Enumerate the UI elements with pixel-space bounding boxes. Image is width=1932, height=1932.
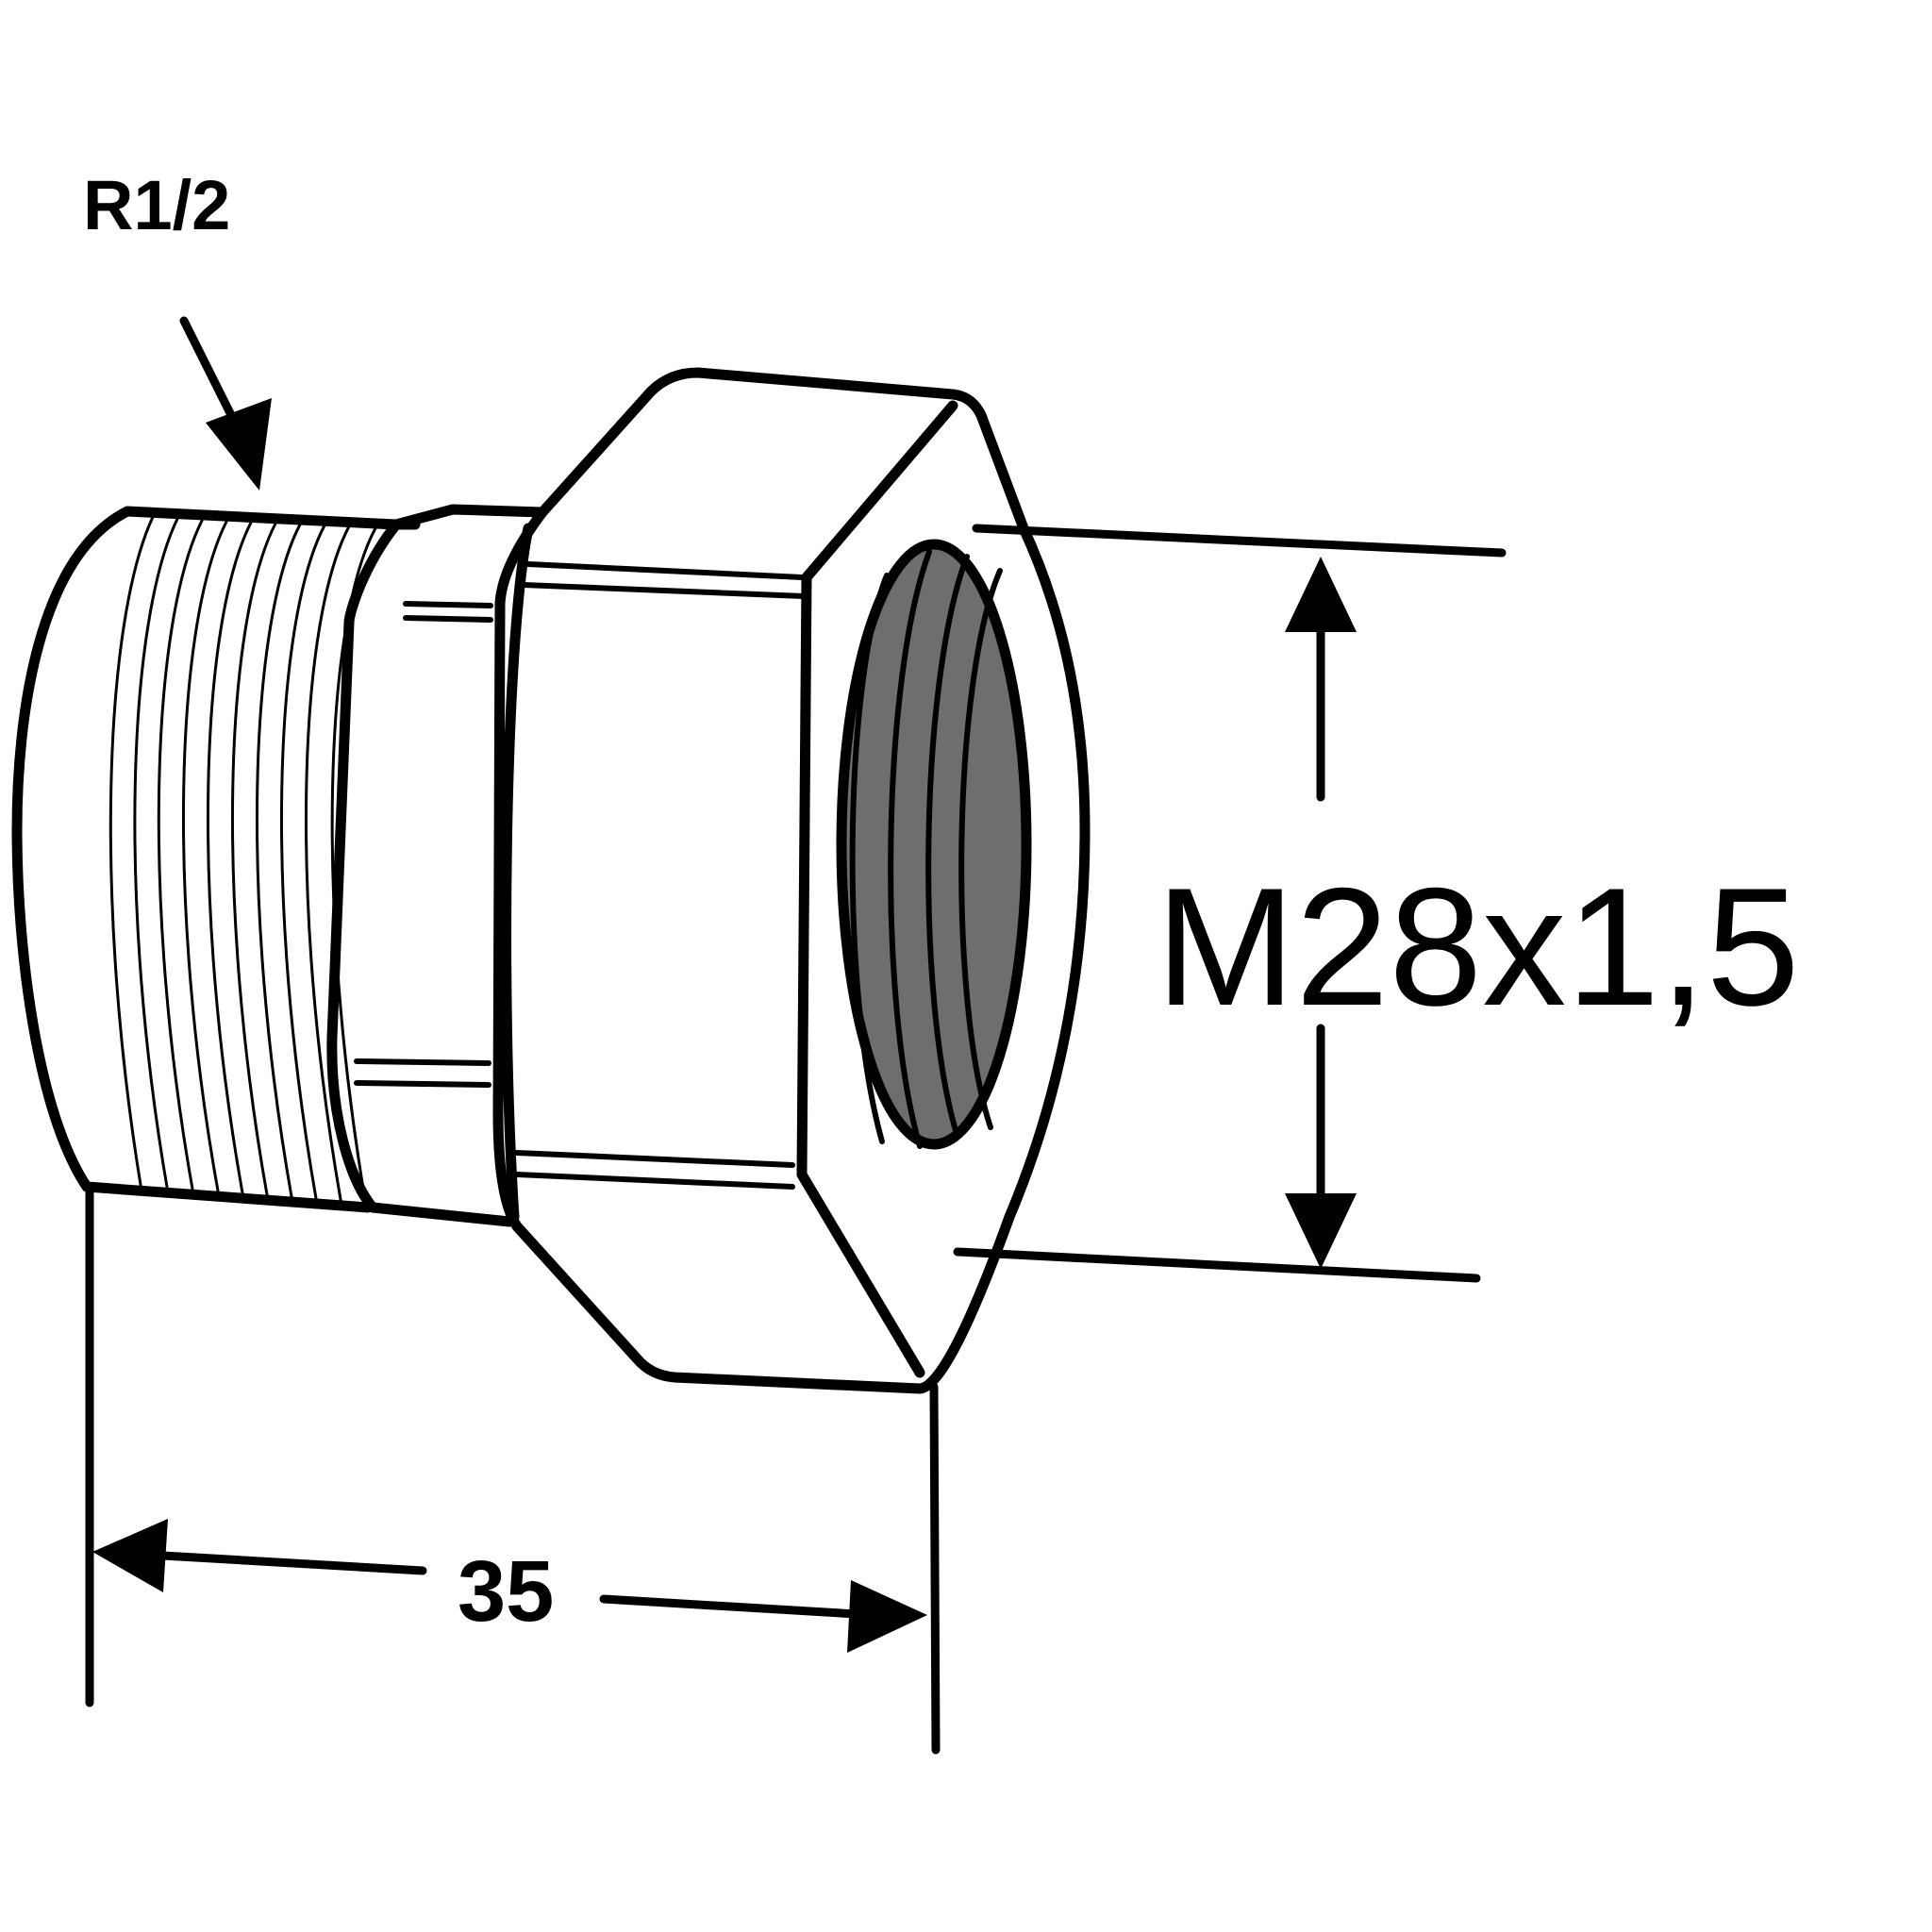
dimension-line-left — [142, 1550, 427, 1575]
dimension-length: 35 — [85, 1186, 941, 1755]
hex-nut — [492, 367, 1091, 1394]
female-thread-opening — [836, 539, 1032, 1150]
leader-thread-male: R1/2 — [83, 166, 272, 491]
dimension-thread-female: M28x1,5 — [953, 524, 1800, 1283]
extension-line-bottom — [953, 1247, 1481, 1283]
arrow-down-icon — [1285, 1193, 1357, 1269]
male-thread-end — [11, 504, 548, 1227]
leader-line — [179, 316, 236, 420]
arrow-left-icon — [92, 1519, 168, 1592]
hex-face-right-edge — [796, 400, 958, 1378]
label-thread-female: M28x1,5 — [1156, 853, 1800, 1041]
arrow-up-icon — [1285, 557, 1357, 632]
label-thread-male: R1/2 — [83, 166, 230, 244]
dimension-line-right — [599, 1594, 877, 1620]
extension-line-right — [929, 1382, 941, 1755]
neck-outline — [326, 519, 515, 1227]
extension-line-top — [972, 524, 1507, 558]
arrow-right-icon — [847, 1580, 927, 1653]
hex-face-left-edge — [501, 523, 534, 1223]
thread-lines — [108, 515, 377, 1208]
neck-top — [391, 504, 548, 530]
leader-arrow-icon — [206, 398, 272, 491]
label-length: 35 — [458, 1543, 554, 1640]
hex-outline — [492, 367, 1091, 1394]
